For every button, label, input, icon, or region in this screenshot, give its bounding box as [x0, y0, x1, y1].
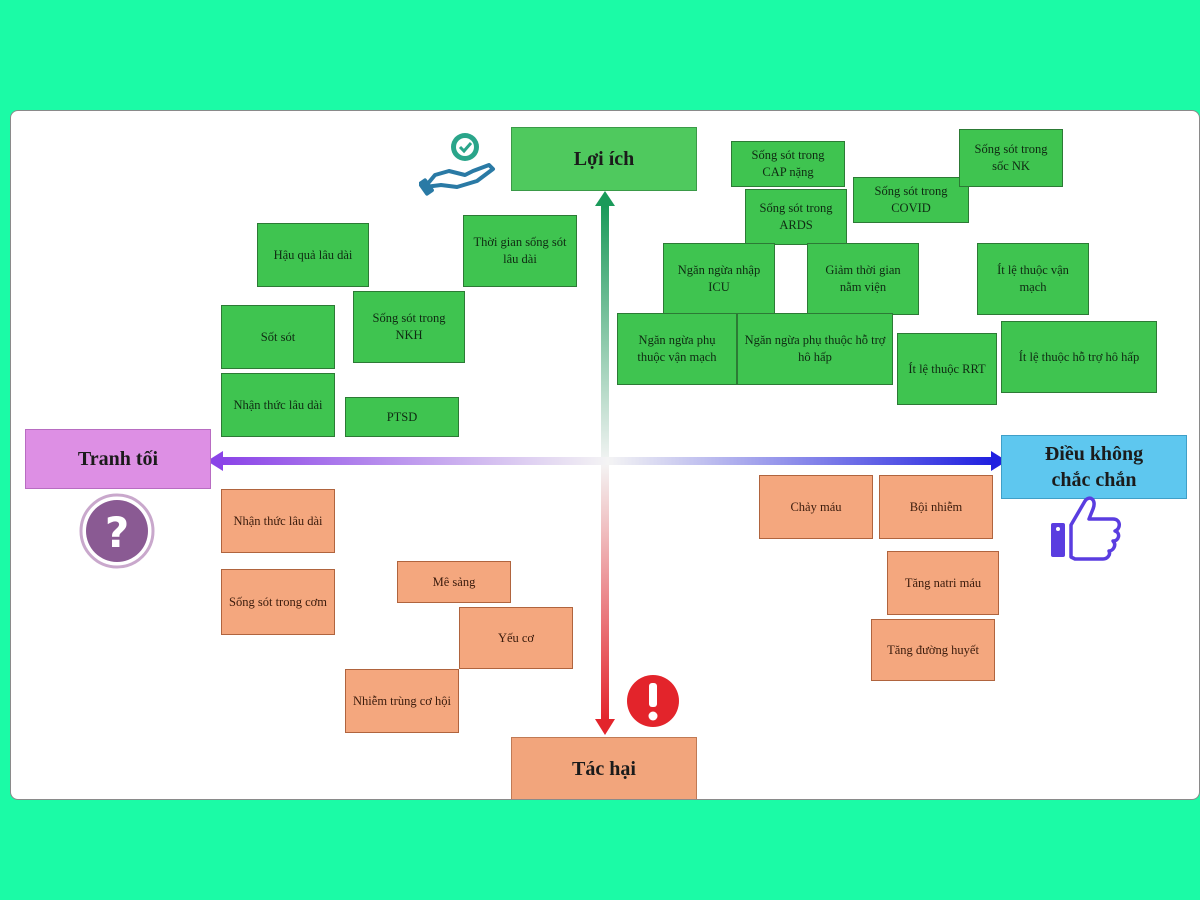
- axis-label-left: Tranh tối: [25, 429, 211, 489]
- note-nhiem-trung-co-hoi-text: Nhiễm trùng cơ hội: [353, 693, 451, 708]
- note-song-sot-ards: Sống sót trong ARDS: [745, 189, 847, 245]
- hand-heart-icon: [419, 133, 495, 196]
- note-song-sot-covid: Sống sót trong COVID: [853, 177, 969, 223]
- note-yeu-co-text: Yếu cơ: [497, 630, 535, 645]
- axes-arrows: [207, 191, 1007, 735]
- note-hau-qua-lau-dai: Hậu quả lâu dài: [257, 223, 369, 287]
- note-hau-qua-lau-dai-text: Hậu quả lâu dài: [273, 247, 353, 262]
- note-ngan-ngua-phu-thuoc-van-mach-text: Ngăn ngừa phụ thuộc vận mạch: [637, 333, 717, 364]
- note-ngan-ngua-phu-thuoc-ho-tro: Ngăn ngừa phụ thuộc hỗ trợ hô hấp: [737, 313, 893, 385]
- note-nhan-thuc-lau-dai-harm: Nhận thức lâu dài: [221, 489, 335, 553]
- note-it-le-thuoc-rrt-text: Ít lệ thuộc RRT: [908, 361, 986, 376]
- note-nhan-thuc-lau-dai-harm-text: Nhận thức lâu dài: [233, 513, 323, 528]
- note-song-sot-trong-com: Sống sót trong cơm: [221, 569, 335, 635]
- note-it-le-thuoc-rrt: Ít lệ thuộc RRT: [897, 333, 997, 405]
- note-tang-duong-huyet-text: Tăng đường huyết: [887, 642, 979, 657]
- note-song-sot-soc-nk: Sống sót trong sốc NK: [959, 129, 1063, 187]
- note-thoi-gian-song-sot-text: Thời gian sống sót lâu dài: [473, 235, 567, 266]
- note-me-sang-text: Mê sảng: [432, 574, 476, 589]
- exclamation-icon: [627, 675, 679, 727]
- note-nhan-thuc-lau-dai-benefit: Nhận thức lâu dài: [221, 373, 335, 437]
- note-ngan-ngua-phu-thuoc-ho-tro-text: Ngăn ngừa phụ thuộc hỗ trợ hô hấp: [744, 333, 886, 364]
- svg-text:?: ?: [105, 508, 129, 557]
- note-nhan-thuc-lau-dai-benefit-text: Nhận thức lâu dài: [233, 397, 323, 412]
- axis-label-right-line2: chắc chắn: [1051, 469, 1137, 491]
- note-ngan-ngua-nhap-icu: Ngăn ngừa nhập ICU: [663, 243, 775, 315]
- note-nhiem-trung-co-hoi: Nhiễm trùng cơ hội: [345, 669, 459, 733]
- note-tang-natri-mau-text: Tăng natri máu: [904, 575, 982, 590]
- note-me-sang: Mê sảng: [397, 561, 511, 603]
- note-it-le-thuoc-ho-tro-ho-hap: Ít lệ thuộc hỗ trợ hô hấp: [1001, 321, 1157, 393]
- note-ngan-ngua-nhap-icu-text: Ngăn ngừa nhập ICU: [677, 263, 761, 294]
- axis-label-bottom: Tác hại: [511, 737, 697, 799]
- note-giam-thoi-gian-nam-vien: Giảm thời gian nằm viện: [807, 243, 919, 315]
- note-song-sot-cap: Sống sót trong CAP nặng: [731, 141, 845, 187]
- note-ptsd-text: PTSD: [386, 409, 418, 424]
- note-giam-thoi-gian-nam-vien-text: Giảm thời gian nằm viện: [825, 263, 901, 294]
- note-tang-natri-mau: Tăng natri máu: [887, 551, 999, 615]
- thumbs-up-icon: [1051, 496, 1121, 561]
- note-thoi-gian-song-sot: Thời gian sống sót lâu dài: [463, 215, 577, 287]
- arrowhead-down: [595, 719, 615, 735]
- note-it-le-thuoc-van-mach: Ít lệ thuộc vận mạch: [977, 243, 1089, 315]
- note-song-sot-nkh-text: Sống sót trong NKH: [372, 311, 446, 342]
- note-song-sot-nkh: Sống sót trong NKH: [353, 291, 465, 363]
- axis-label-right: Điều không chắc chắn: [1001, 435, 1187, 499]
- axis-label-top: Lợi ích: [511, 127, 697, 191]
- axis-label-bottom-text: Tác hại: [572, 758, 636, 780]
- note-song-sot-ards-text: Sống sót trong ARDS: [759, 201, 833, 232]
- horizontal-axis-shaft: [223, 457, 993, 465]
- axis-label-top-text: Lợi ích: [573, 148, 635, 170]
- note-sot-sot: Sốt sót: [221, 305, 335, 369]
- note-song-sot-trong-com-text: Sống sót trong cơm: [229, 594, 327, 609]
- note-tang-duong-huyet: Tăng đường huyết: [871, 619, 995, 681]
- arrowhead-right: [991, 451, 1007, 471]
- arrowhead-up: [595, 191, 615, 206]
- note-chay-mau-text: Chảy máu: [790, 499, 842, 514]
- note-ngan-ngua-phu-thuoc-van-mach: Ngăn ngừa phụ thuộc vận mạch: [617, 313, 737, 385]
- note-chay-mau: Chảy máu: [759, 475, 873, 539]
- arrowhead-left: [207, 451, 223, 471]
- axis-label-right-line1: Điều không: [1044, 443, 1144, 465]
- note-it-le-thuoc-van-mach-text: Ít lệ thuộc vận mạch: [997, 263, 1069, 294]
- note-yeu-co: Yếu cơ: [459, 607, 573, 669]
- note-song-sot-soc-nk-text: Sống sót trong sốc NK: [974, 142, 1048, 173]
- axis-label-left-text: Tranh tối: [77, 448, 159, 470]
- note-boi-nhiem-text: Bội nhiễm: [909, 499, 963, 514]
- note-ptsd: PTSD: [345, 397, 459, 437]
- note-it-le-thuoc-ho-tro-ho-hap-text: Ít lệ thuộc hỗ trợ hô hấp: [1018, 349, 1140, 364]
- note-song-sot-covid-text: Sống sót trong COVID: [874, 184, 948, 215]
- note-song-sot-cap-text: Sống sót trong CAP nặng: [751, 148, 825, 179]
- question-icon: ?: [79, 493, 155, 569]
- diagram-canvas: Lợi ích Tác hại Tranh tối Điều không chắ…: [10, 110, 1200, 800]
- note-boi-nhiem: Bội nhiễm: [879, 475, 993, 539]
- note-sot-sot-text: Sốt sót: [260, 329, 296, 344]
